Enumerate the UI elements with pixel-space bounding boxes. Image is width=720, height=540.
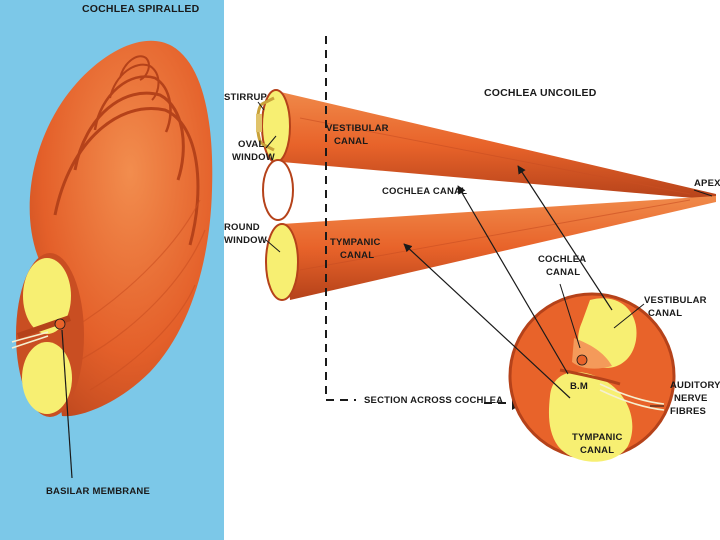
spiral-turn-4 [109, 63, 160, 101]
vestibular-streak [299, 117, 691, 195]
tympanic-canal-label-line1: TYMPANIC [330, 237, 381, 248]
section-nerve-fibres [599, 383, 665, 411]
round-window-label-line2: WINDOW [224, 235, 267, 246]
pointer-stirrup [257, 101, 265, 111]
auditory-nerve-label-line2: NERVE [674, 393, 708, 404]
round-window-end [265, 223, 299, 301]
auditory-nerve-label-line3: FIBRES [670, 406, 706, 417]
arrow-to-vestibular-tube [517, 165, 613, 311]
tympanic-streak [299, 199, 691, 271]
left-title: COCHLEA SPIRALLED [82, 3, 200, 15]
section-cochlea-canal-label-line1: COCHLEA [538, 254, 586, 265]
section-bm-label: B.M [570, 381, 588, 392]
spiral-cochlea [11, 40, 213, 417]
spiral-section-upper-fluid [23, 258, 71, 334]
section-basilar-membrane [559, 368, 621, 386]
oval-window-label-line2: WINDOW [232, 152, 275, 163]
spiral-apex [119, 55, 150, 81]
spiral-nerve-fibres [11, 331, 49, 349]
section-tympanic-label-line1: TYMPANIC [572, 432, 623, 443]
spiral-streak-3 [89, 284, 196, 391]
basilar-membrane-label: BASILAR MEMBRANE [46, 486, 150, 497]
vestibular-canal-label-line2: CANAL [334, 136, 368, 147]
spiral-organ-of-corti [54, 318, 66, 330]
apex-label: APEX [694, 178, 720, 189]
basilar-membrane-pointer [61, 329, 73, 479]
pointer-oval-window [265, 135, 277, 149]
spiral-streak-2 [79, 229, 206, 361]
tympanic-tube [282, 196, 716, 300]
window-connector-outline [262, 159, 294, 221]
auditory-nerve-label-line1: AUDITORY [670, 380, 720, 391]
section-organ-of-corti [576, 354, 588, 366]
stirrup-footplate [256, 114, 262, 132]
oval-window-label-line1: OVAL [238, 139, 264, 150]
arrow-to-tympanic-tube [403, 243, 571, 399]
section-tympanic-label-line2: CANAL [580, 445, 614, 456]
cochlea-canal-label: COCHLEA CANAL [382, 186, 467, 197]
round-window-label-line1: ROUND [224, 222, 260, 233]
tympanic-canal-label-line2: CANAL [340, 250, 374, 261]
pointer-section-cochlea-canal [559, 283, 581, 349]
section-across-label: SECTION ACROSS COCHLEA [364, 395, 503, 406]
spiral-section-lower-fluid [22, 342, 72, 414]
pointer-apex [693, 189, 713, 197]
pointer-section-vestibular [613, 303, 645, 329]
vestibular-tube [272, 90, 716, 200]
arrow-to-cochlea-canal [457, 185, 569, 375]
stirrup-label: STIRRUP [224, 92, 268, 103]
spiral-section-partition [17, 315, 71, 339]
spiral-streak-1 [69, 199, 201, 331]
section-vestibular-label-line2: CANAL [648, 308, 682, 319]
spiral-turn-2 [73, 91, 185, 181]
cross-section [508, 292, 676, 462]
section-vestibular-label-line1: VESTIBULAR [644, 295, 707, 306]
right-title: COCHLEA UNCOILED [484, 87, 597, 99]
vestibular-canal-label-line1: VESTIBULAR [326, 123, 389, 134]
pointer-round-window [265, 239, 281, 253]
spiral-turn-3 [93, 75, 172, 133]
section-cochlea-canal-label-line2: CANAL [546, 267, 580, 278]
